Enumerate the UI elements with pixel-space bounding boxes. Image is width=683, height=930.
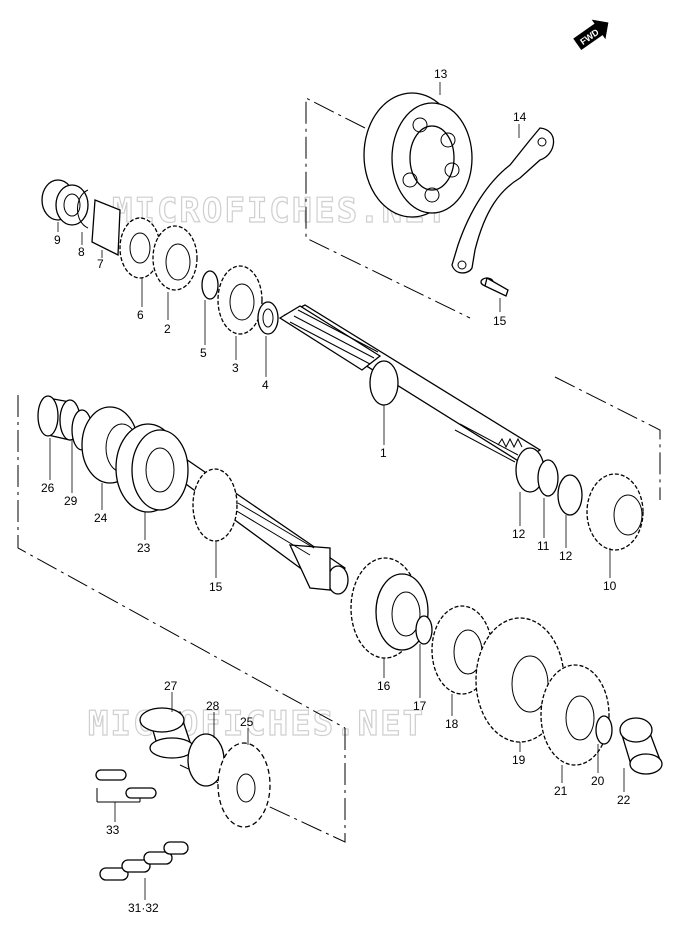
gear-17 — [350, 557, 429, 659]
callout-28: 27 — [164, 679, 178, 693]
callout-12a: 12 — [512, 527, 526, 541]
circlip-8 — [77, 189, 89, 229]
callout-5: 5 — [200, 346, 207, 360]
callout-13: 13 — [434, 67, 448, 81]
circlip-11 — [537, 459, 559, 497]
leader-lines — [49, 82, 625, 792]
bearing-13 — [363, 92, 473, 218]
callout-19: 18 — [445, 717, 459, 731]
bracket-14 — [451, 127, 555, 274]
gear-10 — [586, 473, 644, 551]
callout-8: 8 — [78, 245, 85, 259]
screw-15 — [480, 277, 509, 297]
bushing-4 — [257, 301, 279, 335]
gear-2 — [152, 225, 198, 291]
collar-28 — [139, 707, 195, 759]
callout-16: 15 — [209, 580, 223, 594]
callout-15: 15 — [493, 314, 507, 328]
callout-20: 19 — [512, 753, 526, 767]
callout-12b: 12 — [559, 549, 573, 563]
callout-30: 29 — [64, 494, 78, 508]
callout-1: 1 — [380, 446, 387, 460]
watermark-bottom: MICROFICHES.NET — [88, 704, 425, 744]
washer-18 — [415, 615, 433, 645]
washer-5 — [201, 270, 219, 300]
callout-10: 10 — [603, 579, 617, 593]
washer-12b — [557, 474, 583, 516]
callout-11: 11 — [537, 539, 550, 553]
washer-21 — [595, 715, 613, 745]
callout-33: 33 — [106, 823, 120, 837]
bearing-9 — [41, 179, 89, 226]
chain-31-32 — [99, 841, 189, 900]
callout-6: 6 — [137, 308, 144, 322]
callout-26: 25 — [240, 715, 254, 729]
callout-17: 16 — [377, 679, 391, 693]
callout-14: 14 — [513, 110, 527, 124]
callout-25: 24 — [94, 511, 108, 525]
chain-joint-33 — [95, 769, 157, 822]
callout-24: 23 — [137, 541, 151, 555]
counter-shaft-gear — [192, 468, 238, 542]
callout-labels: 13 14 15 9 8 7 6 2 5 3 4 1 12 11 12 10 2… — [41, 67, 631, 915]
callout-2: 2 — [164, 322, 171, 336]
plate-7 — [91, 199, 121, 257]
callout-31-32: 31·32 — [128, 901, 159, 915]
gear-22 — [540, 664, 610, 766]
callout-9: 9 — [54, 233, 61, 247]
gear-3 — [217, 265, 263, 335]
callout-29: 28 — [206, 699, 220, 713]
callout-18: 17 — [413, 699, 427, 713]
callout-7: 7 — [97, 257, 104, 271]
callout-4: 4 — [262, 378, 269, 392]
callout-23: 22 — [617, 793, 631, 807]
fwd-arrow-icon: FWD — [573, 19, 609, 51]
bearing-24 — [115, 423, 189, 513]
main-shaft — [278, 304, 542, 463]
bushing-23 — [619, 717, 663, 775]
callout-3: 3 — [232, 361, 239, 375]
callout-21: 20 — [591, 774, 605, 788]
sprocket-26 — [217, 742, 271, 828]
callout-22: 21 — [554, 784, 568, 798]
assembly-boundary-lines — [17, 97, 661, 843]
callout-27: 26 — [41, 481, 55, 495]
